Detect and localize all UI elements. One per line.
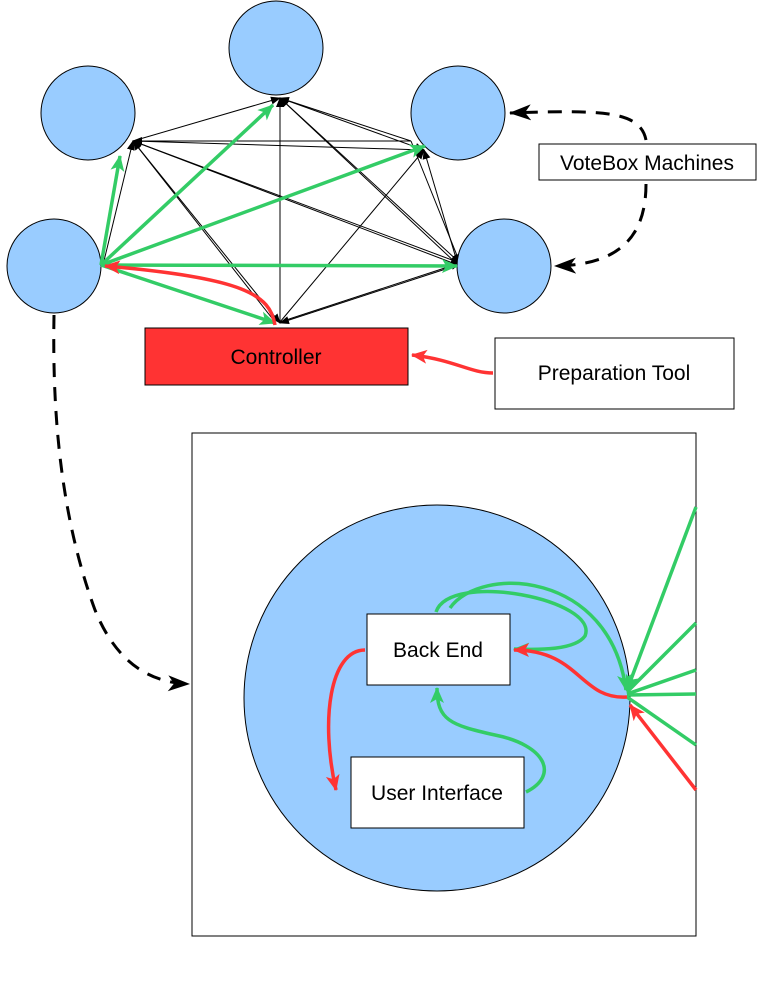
machine-node-upper-left xyxy=(40,65,136,161)
back-end-box xyxy=(366,613,511,686)
votebox-machines-box xyxy=(538,143,757,181)
detail-external-links xyxy=(625,506,698,792)
red-arrow-in-to-backend xyxy=(513,643,628,699)
red-arrow-controller-to-machine xyxy=(104,260,277,326)
user-interface-label: User Interface xyxy=(371,782,503,805)
dashed-pointer-lower xyxy=(554,183,648,274)
green-arrow-backend-out xyxy=(448,581,631,691)
back-end-label: Back End xyxy=(393,639,483,662)
red-arrow-prep-to-controller xyxy=(411,349,494,375)
votebox-machine-nodes xyxy=(6,0,552,314)
votebox-machines-label: VoteBox Machines xyxy=(560,152,734,175)
controller-label: Controller xyxy=(230,346,321,369)
green-broadcast-arrows xyxy=(99,103,458,325)
machine-node-right xyxy=(456,218,552,314)
network-mesh xyxy=(102,96,461,325)
machine-node-left xyxy=(6,218,102,314)
dashed-zoom-arrow xyxy=(52,314,190,692)
preparation-tool-box xyxy=(494,337,735,410)
machine-node-upper-right xyxy=(410,65,506,161)
green-arrow-ui-to-backend xyxy=(430,687,546,794)
preparation-tool-label: Preparation Tool xyxy=(538,362,691,385)
red-arrow-backend-to-ui xyxy=(325,648,366,791)
machine-node-top xyxy=(228,0,324,96)
controller-box xyxy=(144,327,409,386)
user-interface-box xyxy=(350,756,525,829)
dashed-pointer-upper xyxy=(509,104,648,141)
